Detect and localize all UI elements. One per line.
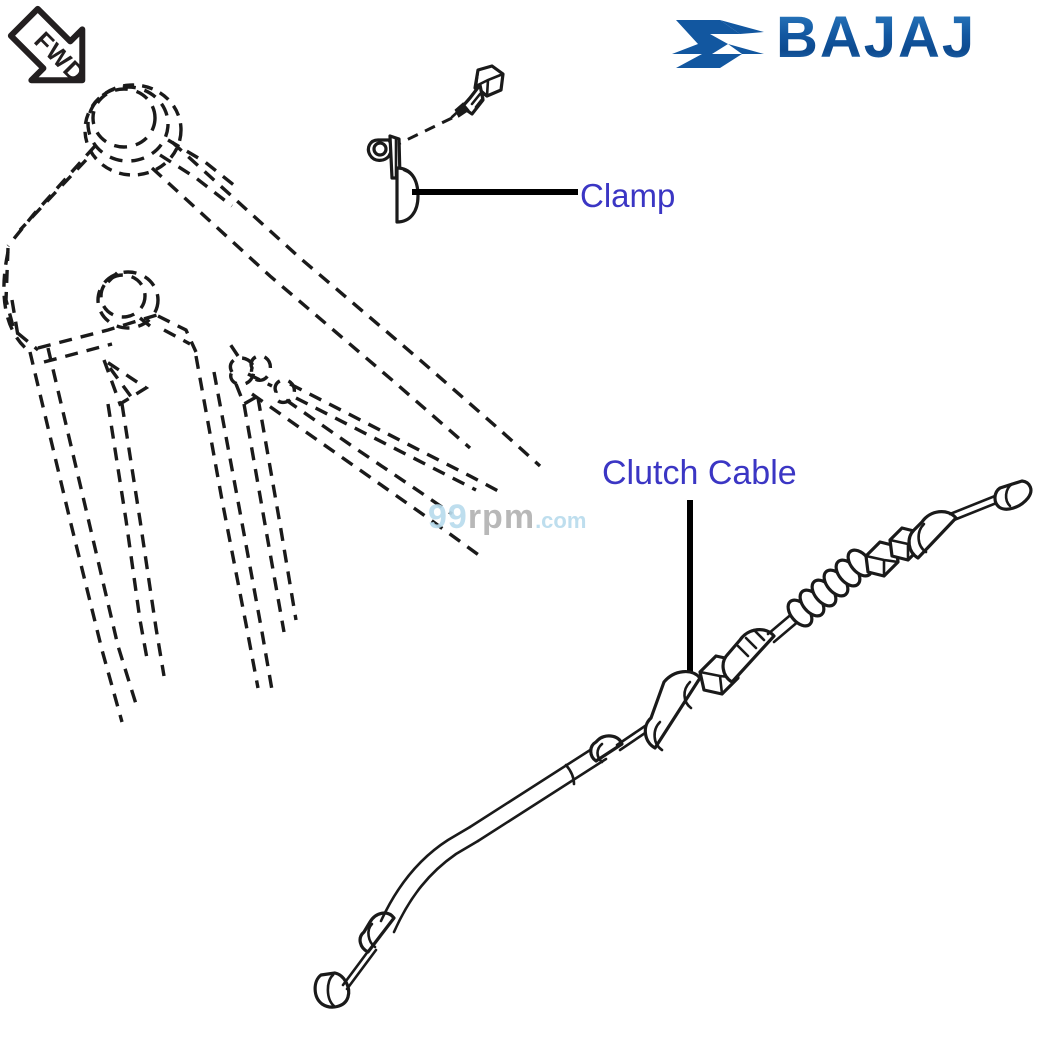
cable-spring-coils xyxy=(786,548,874,628)
bajaj-logo-icon xyxy=(672,20,764,68)
watermark-part-3: .com xyxy=(535,508,587,533)
clutch-cable-part xyxy=(313,479,1033,1009)
watermark-part-2: rpm xyxy=(467,498,536,536)
watermark-part-1: 99 xyxy=(428,498,468,536)
callout-label-clutch-cable: Clutch Cable xyxy=(602,454,797,492)
bajaj-brand-logo: BAJAJ xyxy=(668,4,1046,76)
bolt-assembly-dashed-line xyxy=(393,116,453,148)
site-watermark: 99rpm.com xyxy=(428,500,586,534)
bajaj-wordmark: BAJAJ xyxy=(776,5,977,70)
clamp-part xyxy=(366,134,420,224)
fwd-arrow-badge: FWD xyxy=(7,5,91,89)
bolt-part xyxy=(450,64,505,119)
callout-label-clamp: Clamp xyxy=(580,177,676,214)
